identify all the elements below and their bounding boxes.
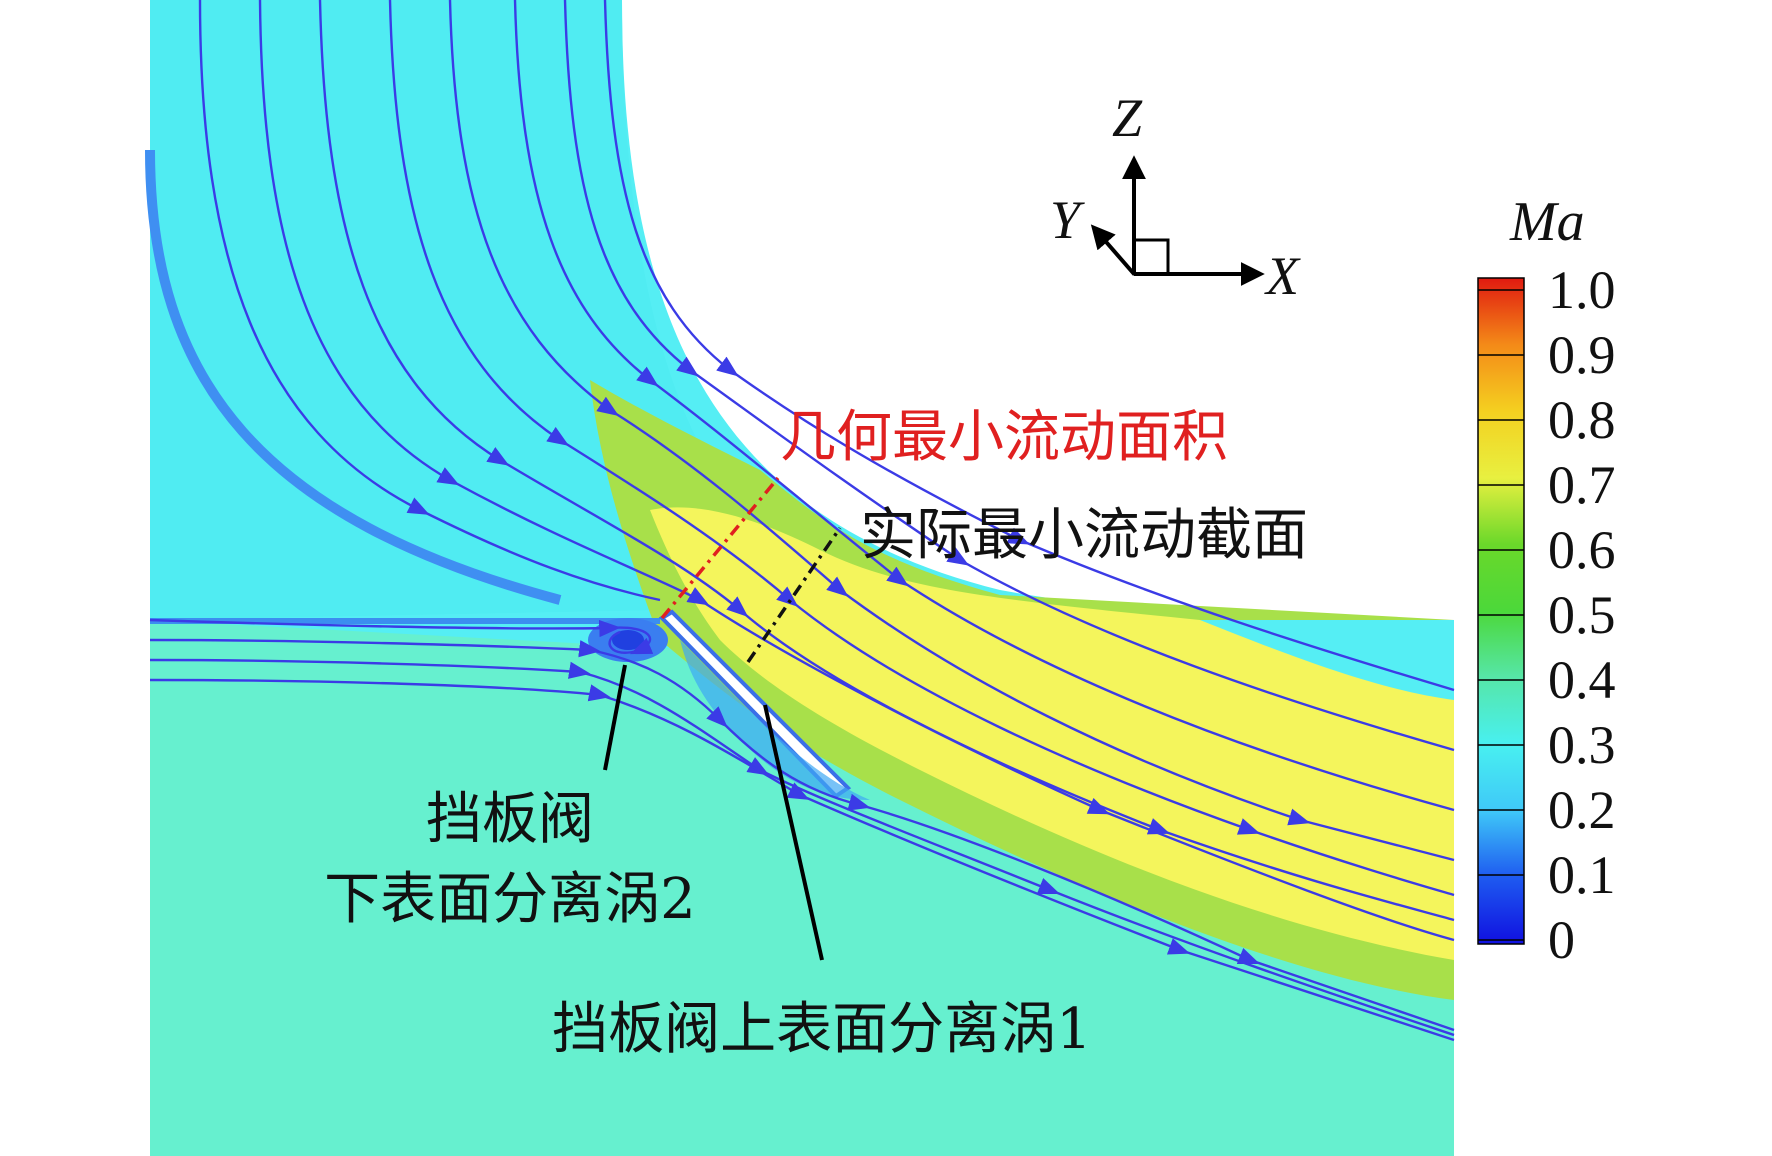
vortex1-label: 挡板阀上表面分离涡1 [552,997,1092,1062]
vortex2-leader [603,664,627,771]
streamlines [149,0,1455,1042]
y-axis-label: Y [1050,190,1085,250]
colorbar-tick-label: 0.7 [1548,455,1616,515]
streamline [149,678,1455,1042]
vortex1-leader [763,704,824,961]
flow-domain [145,0,1454,1156]
colorbar: Ma 1.00.90.80.70.60.50.40.30.20.10 [1477,191,1616,970]
colorbar-tick-label: 0.6 [1548,520,1616,580]
colorbar-ticks: 1.00.90.80.70.60.50.40.30.20.10 [1478,260,1616,970]
colorbar-tick-label: 0.9 [1548,325,1616,385]
colorbar-tick-label: 1.0 [1548,260,1616,320]
colorbar-tick-label: 0 [1548,910,1575,970]
colorbar-tick-label: 0.5 [1548,585,1616,645]
actual-min-section-label: 实际最小流动截面 [860,503,1308,568]
colorbar-tick-label: 0.1 [1548,845,1616,905]
geometric-min-area-line [660,476,780,620]
colorbar-tick-label: 0.2 [1548,780,1616,840]
z-axis-label: Z [1112,88,1143,148]
colorbar-fill [1477,277,1525,945]
vortex2-label-line1: 挡板阀 [426,787,594,852]
y-axis-line [1090,224,1136,276]
actual-min-section-line [746,527,842,663]
colorbar-tick-label: 0.3 [1548,715,1616,775]
colorbar-title: Ma [1509,191,1585,253]
geometric-min-area-label: 几何最小流动面积 [780,405,1228,470]
colorbar-tick-label: 0.8 [1548,390,1616,450]
vortex2-label-line2: 下表面分离涡2 [324,867,696,932]
axis-corner-box [1132,238,1170,276]
streamline [603,0,1455,692]
x-axis-label: X [1264,246,1301,306]
coordinate-axes: Z Y X [1050,88,1301,306]
lower-wall-layer [150,618,660,624]
colorbar-tick-label: 0.4 [1548,650,1616,710]
